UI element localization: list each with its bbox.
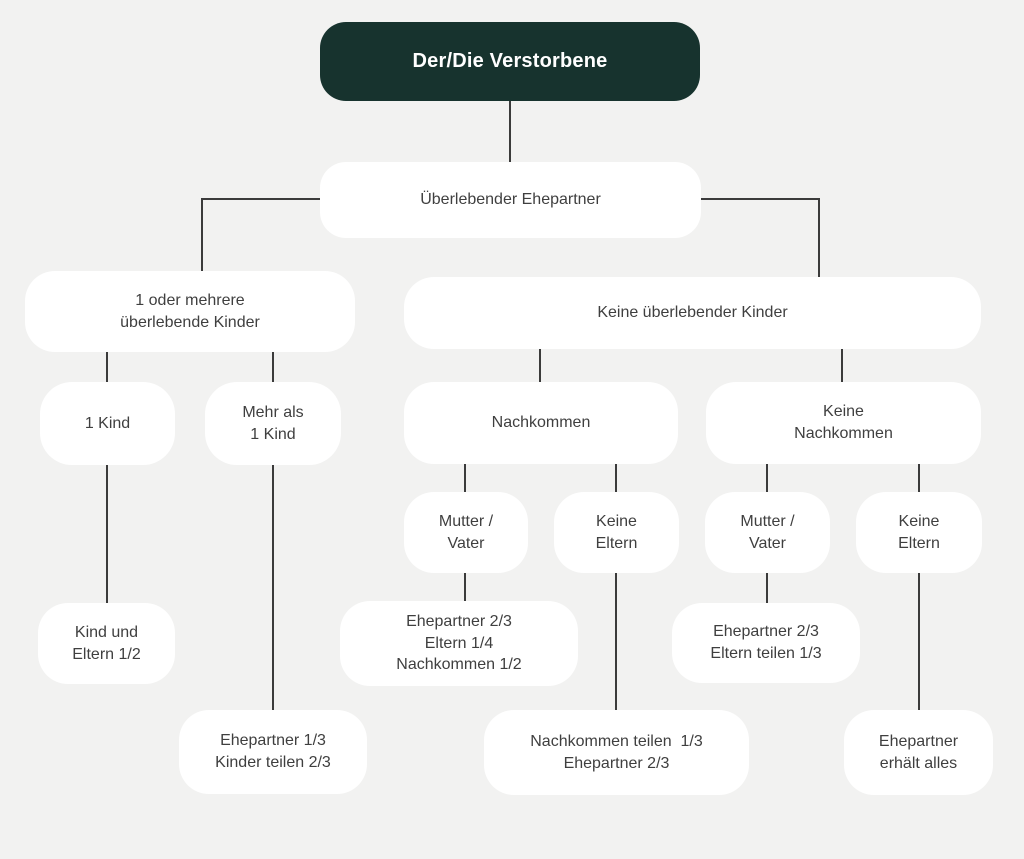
connector-line (106, 465, 108, 603)
node-no-parents-right: Keine Eltern (856, 492, 982, 573)
node-no-parents-right-label: Keine Eltern (898, 512, 940, 552)
connector-line (766, 573, 768, 603)
node-mother-father-right-label: Mutter / Vater (740, 512, 795, 552)
node-mother-father-right: Mutter / Vater (705, 492, 830, 573)
node-mother-father-left-label: Mutter / Vater (438, 512, 494, 552)
node-result-spouse13-children-share23-label: Ehepartner 1/3 Kinder teilen 2/3 (215, 732, 331, 771)
node-no-parents-left: Keine Eltern (554, 492, 679, 573)
node-no-descendants: Keine Nachkommen (706, 382, 981, 464)
connector-line (272, 465, 274, 710)
node-result-spouse-gets-all-label: Ehepartner erhält alles (878, 732, 959, 772)
node-one-child: 1 Kind (40, 382, 175, 465)
node-more-than-one-child: Mehr als 1 Kind (205, 382, 341, 465)
connector-line (615, 573, 617, 710)
node-one-child-label: 1 Kind (84, 414, 131, 432)
connector-line (201, 198, 320, 200)
node-descendants: Nachkommen (404, 382, 678, 464)
connector-line (766, 464, 768, 492)
node-result-spouse23-parents-share13: Ehepartner 2/3 Eltern teilen 1/3 (672, 603, 860, 683)
node-surviving-spouse: Überlebender Ehepartner (320, 162, 701, 238)
node-result-spouse23-parents14-descendants12-label: Ehepartner 2/3 Eltern 1/4 Nachkommen 1/2 (396, 613, 522, 674)
node-no-surviving-children: Keine überlebender Kinder (404, 277, 981, 349)
node-result-child-and-parents-half-label: Kind und Eltern 1/2 (72, 623, 141, 663)
connector-line (201, 198, 203, 271)
connector-line (615, 464, 617, 492)
node-surviving-spouse-label: Überlebender Ehepartner (420, 191, 601, 209)
connector-line (841, 349, 843, 382)
node-deceased-label: Der/Die Verstorbene (412, 50, 608, 72)
node-result-descendants-share13-spouse23: Nachkommen teilen 1/3 Ehepartner 2/3 (484, 710, 749, 795)
connector-line (106, 352, 108, 382)
connector-line (464, 573, 466, 601)
node-more-than-one-child-label: Mehr als 1 Kind (242, 403, 304, 443)
node-no-descendants-label: Keine Nachkommen (794, 403, 893, 442)
node-one-or-more-children: 1 oder mehrere überlebende Kinder (25, 271, 355, 352)
connector-line (918, 464, 920, 492)
connector-line (918, 573, 920, 710)
node-result-spouse23-parents14-descendants12: Ehepartner 2/3 Eltern 1/4 Nachkommen 1/2 (340, 601, 578, 686)
node-result-child-and-parents-half: Kind und Eltern 1/2 (38, 603, 175, 684)
node-result-spouse23-parents-share13-label: Ehepartner 2/3 Eltern teilen 1/3 (710, 623, 822, 662)
connector-line (509, 101, 511, 162)
node-mother-father-left: Mutter / Vater (404, 492, 528, 573)
connector-line (464, 464, 466, 492)
node-deceased: Der/Die Verstorbene (320, 22, 700, 101)
node-no-surviving-children-label: Keine überlebender Kinder (597, 304, 788, 322)
connector-line (539, 349, 541, 382)
connector-line (818, 198, 820, 277)
node-result-spouse-gets-all: Ehepartner erhält alles (844, 710, 993, 795)
node-result-spouse13-children-share23: Ehepartner 1/3 Kinder teilen 2/3 (179, 710, 367, 794)
connector-line (700, 198, 820, 200)
node-one-or-more-children-label: 1 oder mehrere überlebende Kinder (120, 291, 260, 331)
node-descendants-label: Nachkommen (491, 414, 591, 432)
node-no-parents-left-label: Keine Eltern (595, 512, 638, 552)
node-result-descendants-share13-spouse23-label: Nachkommen teilen 1/3 Ehepartner 2/3 (530, 732, 703, 772)
connector-line (272, 352, 274, 382)
